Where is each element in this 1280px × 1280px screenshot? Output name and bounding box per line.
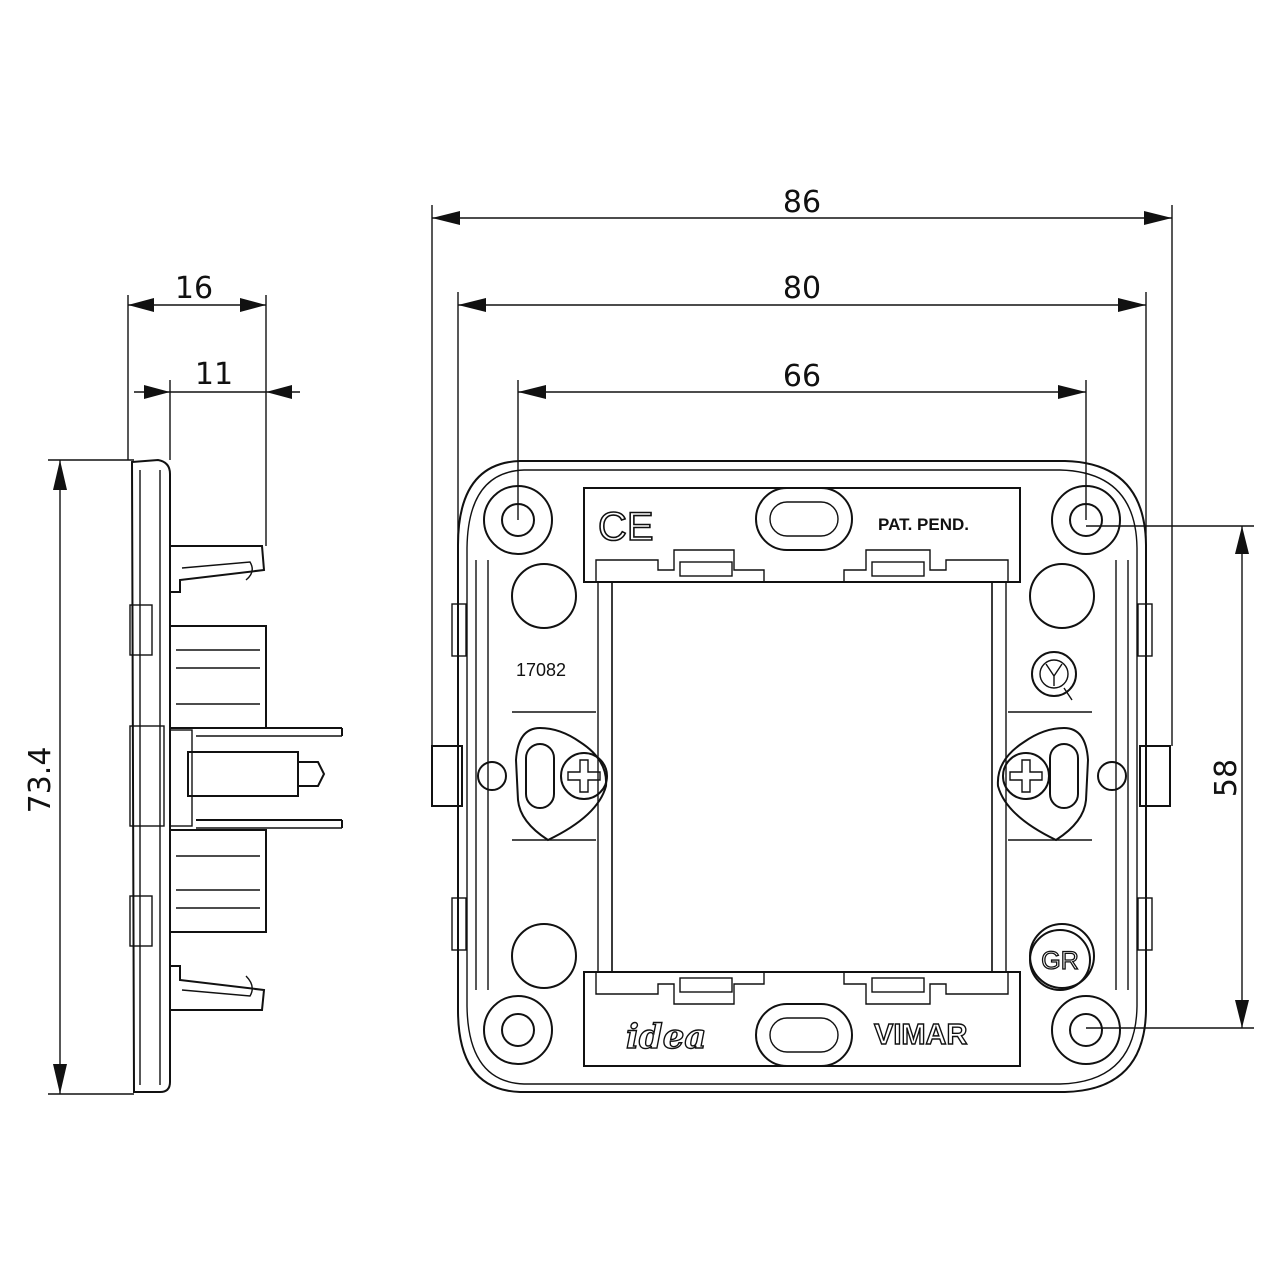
product-code-label: 17082 xyxy=(516,660,566,680)
front-view: CE PAT. PEND. 17082 GR idea VIMAR xyxy=(431,460,1171,1093)
gr-mark-circle xyxy=(1029,929,1091,991)
ce-mark: CE xyxy=(598,505,654,549)
dim-66-label: 66 xyxy=(783,359,821,394)
front-dimensions: 86 80 66 58 xyxy=(431,185,1254,1029)
patent-pending-label: PAT. PEND. xyxy=(878,515,969,534)
dim-86-label: 86 xyxy=(783,185,821,220)
dim-73-4-label: 73.4 xyxy=(23,747,58,814)
dim-80-label: 80 xyxy=(783,271,821,306)
side-view xyxy=(129,458,343,1093)
gr-mark-label: GR xyxy=(1041,947,1079,975)
dim-16-label: 16 xyxy=(175,271,213,306)
series-logo-label: idea xyxy=(626,1017,706,1057)
side-dimensions: 16 11 73.4 xyxy=(23,271,300,1095)
imq-mark-icon xyxy=(1031,651,1077,697)
brand-logo-label: VIMAR xyxy=(874,1019,968,1051)
dim-58-label: 58 xyxy=(1209,759,1244,797)
dim-11-label: 11 xyxy=(195,357,233,392)
frame-outline xyxy=(457,460,1147,1093)
